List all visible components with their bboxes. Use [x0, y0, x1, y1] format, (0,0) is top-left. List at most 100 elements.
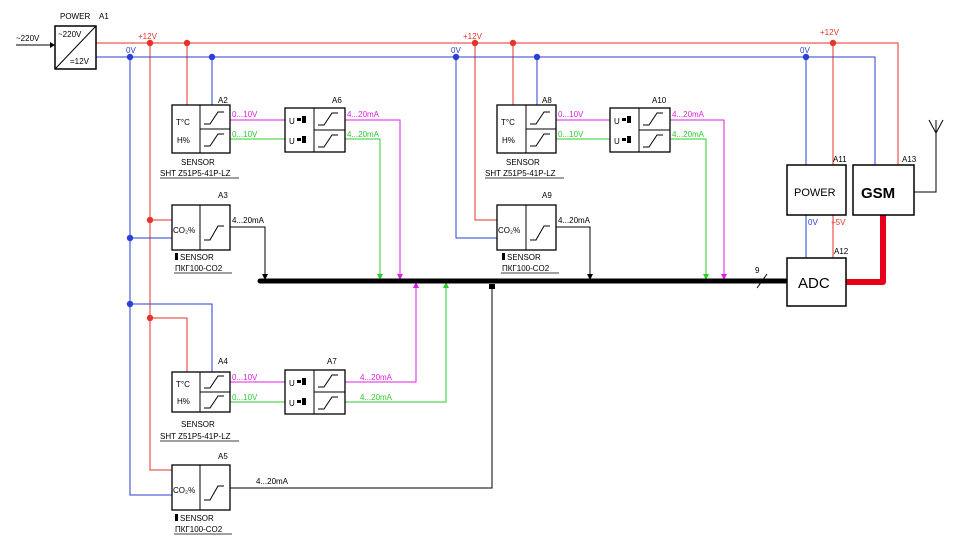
- svg-text:U: U: [614, 117, 620, 126]
- svg-text:H%: H%: [502, 136, 515, 145]
- signal-wires-green: [230, 138, 707, 403]
- svg-text:4...20mA: 4...20mA: [360, 373, 393, 382]
- svg-text:A4: A4: [218, 357, 228, 366]
- converter-a6: U U A6 4...20mA 4...20mA: [284, 96, 380, 153]
- svg-text:A5: A5: [218, 452, 228, 461]
- svg-text:SHT Z51P5-41P-LZ: SHT Z51P5-41P-LZ: [160, 169, 231, 178]
- svg-text:SHT Z51P5-41P-LZ: SHT Z51P5-41P-LZ: [485, 169, 556, 178]
- mains-input: ~220V: [16, 34, 55, 48]
- svg-text:U: U: [289, 379, 295, 388]
- svg-text:ПКГ100-CO2: ПКГ100-CO2: [175, 525, 223, 534]
- zero-label-2: 0V: [451, 46, 461, 55]
- svg-text:4...20mA: 4...20mA: [256, 477, 289, 486]
- bus-count-tick: [756, 273, 768, 289]
- svg-text:A3: A3: [218, 191, 228, 200]
- svg-text:U: U: [289, 137, 295, 146]
- svg-text:4...20mA: 4...20mA: [360, 393, 393, 402]
- sensor-th-a2: A2 T°C H% SENSOR SHT Z51P5-41P-LZ 0...10…: [160, 96, 258, 179]
- svg-text:0...10V: 0...10V: [558, 110, 584, 119]
- svg-text:4...20mA: 4...20mA: [232, 216, 265, 225]
- plus12-label-2: +12V: [463, 32, 483, 41]
- power-rail-wires: [96, 42, 899, 471]
- svg-text:ADC: ADC: [798, 275, 830, 292]
- zero-label-3: 0V: [800, 46, 810, 55]
- zero-drop-a4: [130, 303, 213, 372]
- junction-dots: [126, 39, 837, 322]
- zero-label-4: 0V: [808, 218, 818, 227]
- svg-text:A10: A10: [652, 96, 667, 105]
- plus12-rail: [96, 42, 899, 185]
- converter-a7: U U A7 4...20mA 4...20mA: [284, 357, 393, 415]
- svg-text:A13: A13: [902, 155, 917, 164]
- svg-text:T°C: T°C: [176, 380, 190, 389]
- svg-text:SENSOR: SENSOR: [507, 253, 541, 262]
- svg-text:SENSOR: SENSOR: [180, 514, 214, 523]
- svg-text:SHT Z51P5-41P-LZ: SHT Z51P5-41P-LZ: [160, 432, 231, 441]
- svg-text:A12: A12: [834, 247, 849, 256]
- svg-text:4...20mA: 4...20mA: [347, 110, 380, 119]
- sensor-co2-a5: A5 CO₂% SENSOR ПКГ100-CO2 4...20mA: [171, 452, 289, 535]
- zero-rail: [96, 56, 876, 165]
- antenna-icon: [914, 119, 944, 193]
- power-supply-in: ~220V: [58, 30, 82, 39]
- svg-text:CO₂%: CO₂%: [173, 226, 195, 235]
- svg-text:CO₂%: CO₂%: [498, 226, 520, 235]
- svg-text:U: U: [289, 399, 295, 408]
- svg-text:ПКГ100-CO2: ПКГ100-CO2: [175, 264, 223, 273]
- plus5-label: +5V: [831, 218, 846, 227]
- sensor-th-a8: A8 T°C H% SENSOR SHT Z51P5-41P-LZ 0...10…: [485, 96, 584, 179]
- plus12-label-3: +12V: [820, 28, 840, 37]
- svg-text:A9: A9: [542, 191, 552, 200]
- plus12-drop-a4: [150, 317, 188, 372]
- svg-text:0...10V: 0...10V: [232, 373, 258, 382]
- svg-text:4...20mA: 4...20mA: [347, 130, 380, 139]
- signal-wires-black: [230, 226, 591, 489]
- svg-text:SENSOR: SENSOR: [181, 158, 215, 167]
- svg-text:U: U: [614, 137, 620, 146]
- power-supply-caption: POWER: [60, 12, 90, 21]
- svg-text:A6: A6: [332, 96, 342, 105]
- zero-label-1: 0V: [126, 46, 136, 55]
- svg-text:CO₂%: CO₂%: [173, 486, 195, 495]
- ground-rail-wires: [96, 56, 876, 496]
- zero-drop-middle: [455, 57, 497, 239]
- adc-module-a12: A12 ADC: [786, 247, 849, 307]
- svg-text:A8: A8: [542, 96, 552, 105]
- mains-input-label: ~220V: [16, 34, 40, 43]
- svg-text:A7: A7: [327, 357, 337, 366]
- svg-text:4...20mA: 4...20mA: [558, 216, 591, 225]
- sensor-co2-a3: A3 CO₂% SENSOR ПКГ100-CO2 4...20mA: [171, 191, 265, 274]
- power-supply-a1: POWER A1 ~220V =12V: [54, 12, 109, 70]
- svg-text:H%: H%: [177, 136, 190, 145]
- svg-text:POWER: POWER: [794, 187, 836, 199]
- rail-labels: +12V 0V +12V 0V +12V 0V 0V +5V: [126, 28, 846, 227]
- svg-text:0...10V: 0...10V: [232, 130, 258, 139]
- bus-arrows: [262, 274, 727, 289]
- adc-gsm-link: [846, 215, 886, 285]
- svg-text:U: U: [289, 117, 295, 126]
- sensor-co2-a9: A9 CO₂% SENSOR ПКГ100-CO2 4...20mA: [496, 191, 591, 274]
- svg-text:T°C: T°C: [176, 118, 190, 127]
- svg-text:0...10V: 0...10V: [232, 110, 258, 119]
- svg-text:A11: A11: [833, 155, 847, 164]
- sensor-th-a4: A4 T°C H% SENSOR SHT Z51P5-41P-LZ 0...10…: [160, 357, 258, 442]
- svg-text:0...10V: 0...10V: [558, 130, 584, 139]
- gsm-module-a13: A13 GSM: [852, 155, 917, 216]
- svg-text:4...20mA: 4...20mA: [672, 110, 705, 119]
- svg-text:GSM: GSM: [861, 185, 895, 202]
- plus12-drop-left-vertical: [149, 43, 172, 471]
- svg-text:4...20mA: 4...20mA: [672, 130, 705, 139]
- svg-text:H%: H%: [177, 397, 190, 406]
- zero-drop-left-vertical: [129, 57, 172, 496]
- plus12-label-1: +12V: [138, 32, 158, 41]
- bus-count-label: 9: [755, 266, 760, 275]
- svg-text:SENSOR: SENSOR: [506, 158, 540, 167]
- svg-text:0...10V: 0...10V: [232, 393, 258, 402]
- plus12-drop-middle: [474, 43, 497, 221]
- power-module-a11: A11 POWER: [786, 155, 847, 216]
- svg-text:T°C: T°C: [501, 118, 515, 127]
- power-supply-ref: A1: [99, 12, 109, 21]
- svg-text:ПКГ100-CO2: ПКГ100-CO2: [502, 264, 550, 273]
